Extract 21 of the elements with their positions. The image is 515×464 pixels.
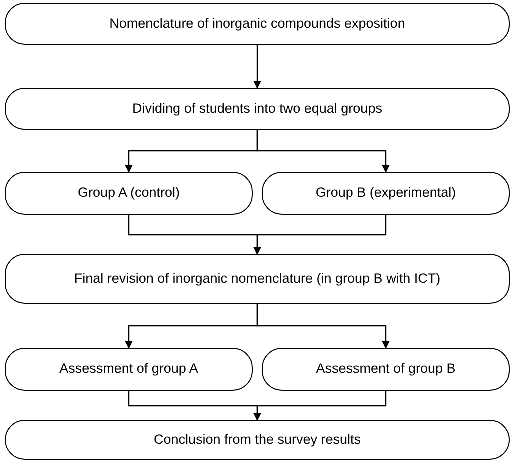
arrow	[256, 130, 390, 173]
arrow	[254, 391, 387, 421]
process-box	[5, 172, 253, 215]
arrow	[254, 215, 387, 255]
box-label: Final revision of inorganic nomenclature (in group B with ICT)	[74, 270, 441, 288]
box-label: Dividing of students into two equal groups	[132, 100, 382, 118]
arrow	[254, 45, 262, 89]
process-box	[262, 348, 510, 391]
box-label: Assessment of group A	[60, 361, 198, 378]
box-label: Conclusion from the survey results	[154, 432, 362, 448]
box-label: Nomenclature of inorganic compounds exposition	[110, 16, 406, 32]
process-box	[5, 254, 510, 304]
process-box	[5, 348, 253, 391]
process-box	[5, 88, 510, 130]
arrow	[256, 304, 390, 349]
box-label: Group B (experimental)	[316, 185, 456, 202]
process-box	[5, 3, 510, 45]
process-box	[262, 172, 510, 215]
box-label: Group A (control)	[78, 185, 180, 202]
process-box	[5, 420, 510, 460]
box-label: Assessment of group B	[316, 361, 456, 378]
